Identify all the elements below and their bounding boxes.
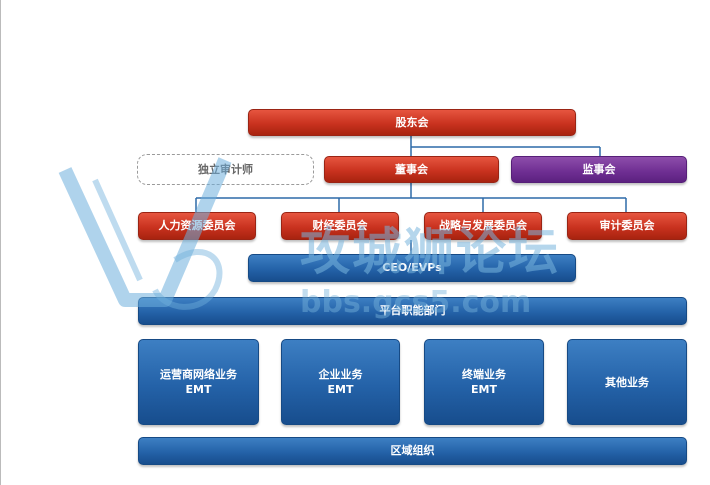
board-label: 董事会 (395, 162, 428, 176)
other-business-box: 其他业务 (567, 339, 687, 425)
regional-organization-box: 区域组织 (138, 437, 687, 465)
strategy-committee-label: 战略与发展委员会 (439, 219, 527, 232)
strategy-committee-box: 战略与发展委员会 (424, 212, 542, 240)
carrier-label-line1: 运营商网络业务 (160, 368, 237, 381)
consumer-business-box: 终端业务 EMT (424, 339, 544, 425)
regional-label: 区域组织 (390, 444, 435, 457)
platform-label: 平台职能部门 (379, 304, 446, 317)
consumer-label-line2: EMT (471, 383, 497, 396)
finance-committee-label: 财经委员会 (312, 219, 368, 232)
watermark-logo-icon (58, 157, 232, 310)
board-of-directors-box: 董事会 (324, 156, 499, 183)
shareholders-meeting-box: 股东会 (248, 109, 576, 136)
ceo-evps-box: CEO/EVPs (248, 254, 576, 282)
other-business-label: 其他业务 (605, 375, 649, 389)
finance-committee-box: 财经委员会 (281, 212, 399, 240)
board-of-supervisors-box: 监事会 (511, 156, 687, 183)
consumer-label-line1: 终端业务 (462, 368, 506, 381)
audit-committee-label: 审计委员会 (599, 219, 655, 232)
audit-committee-box: 审计委员会 (567, 212, 687, 240)
platform-functions-box: 平台职能部门 (138, 297, 687, 325)
enterprise-label-line2: EMT (327, 383, 354, 396)
supervisors-label: 监事会 (582, 162, 616, 176)
ceo-label: CEO/EVPs (382, 261, 442, 274)
carrier-network-business-box: 运营商网络业务 EMT (138, 339, 259, 425)
shareholders-label: 股东会 (395, 115, 429, 129)
enterprise-label-line1: 企业业务 (318, 368, 363, 381)
carrier-label-line2: EMT (185, 383, 212, 396)
enterprise-business-box: 企业业务 EMT (281, 339, 400, 425)
